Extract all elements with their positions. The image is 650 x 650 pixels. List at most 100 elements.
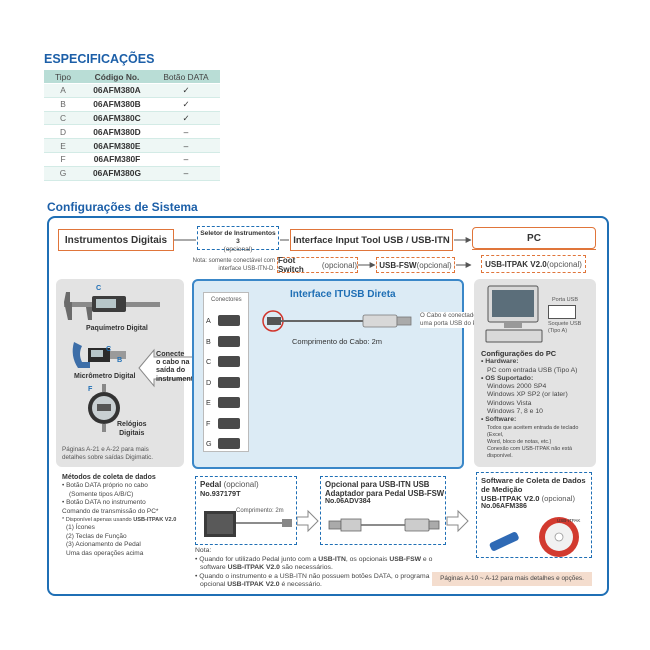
opcional-usb-box: Opcional para USB-ITN USB Adaptador para… — [320, 476, 446, 545]
cabo-line2: uma porta USB do PC — [420, 320, 482, 327]
connector-plug-icon — [218, 417, 240, 429]
os-item: Windows 7, 8 e 10 — [487, 408, 543, 416]
software-code: No.06AFM386 — [481, 503, 527, 510]
interface-direta-title: Interface ITUSB Direta — [290, 289, 396, 300]
soquete-line1: Soquete USB — [548, 321, 582, 327]
cell-botao: – — [152, 166, 220, 181]
software-item: disponível. — [487, 452, 513, 459]
metodos-coleta: Métodos de coleta de dados • Botão DATA … — [62, 474, 192, 558]
cell-botao: – — [152, 138, 220, 153]
cell-botao: ✓ — [152, 111, 220, 126]
config-pc-title: Configurações do PC — [481, 349, 557, 358]
cell-botao: – — [152, 124, 220, 140]
connector-plug-icon — [218, 315, 240, 326]
nota-b1-line2: software USB-ITPAK V2.0 são necessários. — [195, 564, 445, 573]
connector-plug-icon — [218, 376, 240, 388]
header-tipo: Tipo — [44, 70, 82, 84]
seletor-label: Seletor de Instrumentos 3 — [200, 230, 276, 245]
paginas-line1: Páginas A-21 e A-22 para mais — [62, 446, 149, 453]
hardware-value: PC com entrada USB (Tipo A) — [487, 366, 578, 374]
cabo-note: O Cabo é conectado a uma porta USB do PC — [420, 312, 482, 328]
letter-f-indicator: F — [88, 384, 93, 393]
cell-botao: ✓ — [152, 83, 220, 98]
foot-switch-box: Foot Switch (opcional) — [277, 256, 358, 274]
cell-tipo: G — [44, 166, 82, 181]
usb-stick-icon — [489, 532, 519, 551]
relogios-line1: Relógios — [117, 421, 147, 428]
os-label: • OS Suportado: — [481, 374, 534, 382]
nota-b1l2-end: são necessários. — [279, 564, 333, 572]
relogios-line2: Digitais — [119, 430, 145, 437]
connector-letter: E — [206, 398, 211, 407]
pedal-opt: (opcional) — [221, 480, 259, 489]
specs-title: ESPECIFICAÇÕES — [44, 52, 155, 66]
conecte-line1: Conecte — [156, 349, 185, 358]
porta-usb-label: Porta USB — [552, 297, 578, 303]
interface-tool-box: Interface Input Tool USB / USB-ITN — [290, 229, 453, 251]
conecte-line3: saída do — [156, 365, 186, 375]
metodos-note-bold: USB-ITPAK V2.0 — [133, 517, 177, 524]
connector-letter: B — [206, 336, 211, 346]
cell-codigo: 06AFM380F — [82, 152, 152, 167]
connector-letter: F — [206, 418, 211, 428]
nota-bottom: Nota: • Quando for utilizado Pedal junto… — [195, 547, 445, 590]
metodos-list-item: (1) Ícones — [66, 524, 95, 532]
usb-cable-icon — [262, 310, 412, 332]
opcional-line1: Opcional para USB-ITN USB — [325, 480, 430, 489]
letter-c-micrometer: C — [106, 344, 112, 353]
cell-codigo: 06AFM380D — [82, 124, 152, 140]
software-item: Todos que aceitem entrada de teclado (Ex… — [487, 424, 579, 438]
software-line2: de Medição — [481, 485, 523, 494]
comprimento-cabo: Comprimento do Cabo: 2m — [292, 337, 383, 346]
metodos-item1: • Botão DATA próprio no cabo — [62, 482, 148, 490]
conecte-line2: o cabo na — [156, 357, 190, 367]
cell-tipo: C — [44, 111, 82, 126]
metodos-note: * Disponível apenas usando USB-ITPAK V2.… — [62, 516, 192, 524]
usb-port-icon — [548, 305, 576, 319]
pedal-title: Pedal (opcional) — [196, 477, 296, 489]
nota-b2l2-end: é necessário. — [279, 581, 322, 589]
config-pc: Configurações do PC • Hardware: PC com e… — [481, 349, 593, 460]
connector-letter: G — [206, 439, 212, 448]
connector-letter: C — [206, 357, 212, 366]
os-item: Windows 2000 SP4 — [487, 383, 547, 391]
paginas-line2: detalhes sobre saídas Digimatic. — [62, 454, 154, 461]
cell-codigo: 06AFM380A — [82, 83, 152, 98]
caliper-icon — [64, 292, 160, 320]
software-line1: Software de Coleta de Dados — [481, 476, 586, 485]
cell-tipo: E — [44, 138, 82, 153]
software-label: • Software: — [481, 416, 517, 424]
paquimetro-label: Paquímetro Digital — [86, 325, 148, 332]
cabo-line1: O Cabo é conectado a — [420, 312, 482, 319]
hardware-label: • Hardware: — [481, 358, 519, 366]
micrometer-icon — [72, 342, 126, 368]
foot-switch-label: Foot Switch — [278, 256, 304, 274]
nota-b1-b2: USB-FSW — [389, 555, 422, 563]
usb-itpak-box: USB-ITPAK V2.0 (opcional) — [481, 255, 586, 273]
connector-letter: D — [206, 377, 212, 387]
usb-itpak-opt: (opcional) — [546, 259, 582, 269]
pedal-box: Pedal (opcional) No.937179T Comprimento:… — [195, 476, 297, 545]
cell-codigo: 06AFM380B — [82, 97, 152, 112]
pedal-title-label: Pedal — [200, 480, 222, 489]
nota-b2l2-pre: opcional — [200, 581, 228, 589]
letter-c-caliper: C — [96, 283, 102, 292]
metodos-list-item: (2) Teclas de Função — [66, 532, 127, 540]
nota-bottom-label: Nota: — [195, 547, 212, 554]
nota-b2-line2: opcional USB-ITPAK V2.0 é necessário. — [195, 581, 445, 590]
pc-box: PC — [472, 227, 596, 249]
connector-plug-icon — [218, 335, 240, 347]
nota-b1l2-pre: software — [200, 564, 228, 572]
nota-b1-line1: • Quando for utilizado Pedal junto com a… — [195, 556, 445, 565]
usb-fsw-label: USB-FSW — [379, 260, 417, 270]
software-line3-bold: USB-ITPAK V2.0 — [481, 494, 540, 503]
seletor-opcional: (opcional) — [223, 246, 253, 253]
connector-plug-icon — [218, 438, 240, 449]
pedal-comprimento: Comprimento: 2m — [236, 508, 284, 514]
